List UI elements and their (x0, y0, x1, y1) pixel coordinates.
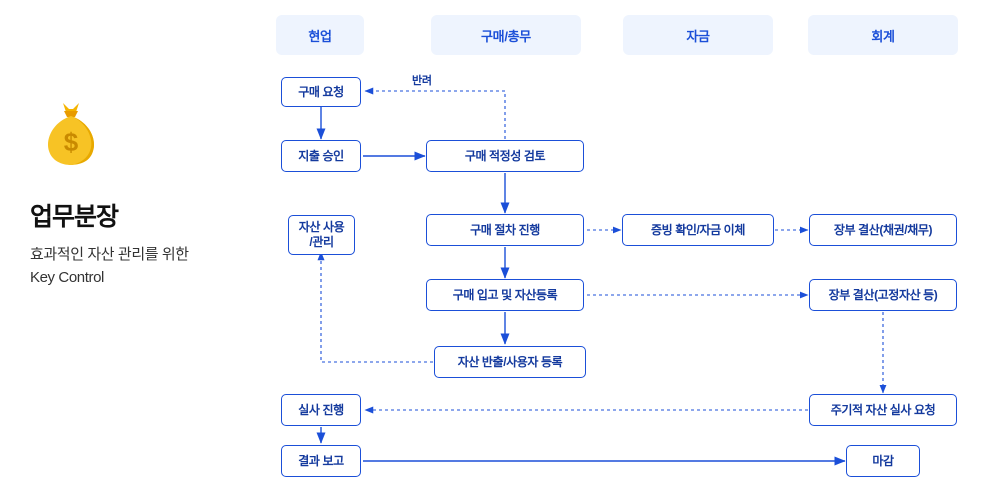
node-asset-use-management[interactable]: 자산 사용 /관리 (288, 215, 355, 255)
node-closing[interactable]: 마감 (846, 445, 920, 477)
node-periodic-asset-inspection-request[interactable]: 주기적 자산 실사 요청 (809, 394, 957, 426)
lane-header-purchasing: 구매/총무 (431, 15, 581, 55)
node-inspection-progress[interactable]: 실사 진행 (281, 394, 361, 426)
node-purchase-process[interactable]: 구매 절차 진행 (426, 214, 584, 246)
lane-header-accounting: 회계 (808, 15, 958, 55)
node-ledger-close-receivable[interactable]: 장부 결산(채권/채무) (809, 214, 957, 246)
svg-text:$: $ (64, 127, 79, 157)
node-evidence-fund-transfer[interactable]: 증빙 확인/자금 이체 (622, 214, 774, 246)
intro-panel: $ 업무분장 효과적인 자산 관리를 위한 Key Control (30, 95, 265, 290)
node-purchase-request[interactable]: 구매 요청 (281, 77, 361, 107)
money-bag-icon: $ (33, 95, 109, 171)
lane-header-finance: 자금 (623, 15, 773, 55)
page-title: 업무분장 (30, 203, 119, 231)
page-subtitle-line1: 효과적인 자산 관리를 위한 (30, 246, 189, 263)
edge-label-reject: 반려 (410, 72, 434, 88)
node-purchase-adequacy-review[interactable]: 구매 적정성 검토 (426, 140, 584, 172)
node-goods-receipt-asset-registration[interactable]: 구매 입고 및 자산등록 (426, 279, 584, 311)
page-subtitle: 효과적인 자산 관리를 위한 Key Control (30, 243, 265, 290)
node-result-report[interactable]: 결과 보고 (281, 445, 361, 477)
node-asset-release-user-registration[interactable]: 자산 반출/사용자 등록 (434, 346, 586, 378)
lane-header-hyeonup: 현업 (276, 15, 364, 55)
node-expense-approval[interactable]: 지출 승인 (281, 140, 361, 172)
node-ledger-close-fixed-asset[interactable]: 장부 결산(고정자산 등) (809, 279, 957, 311)
page-subtitle-line2: Key Control (30, 269, 104, 287)
